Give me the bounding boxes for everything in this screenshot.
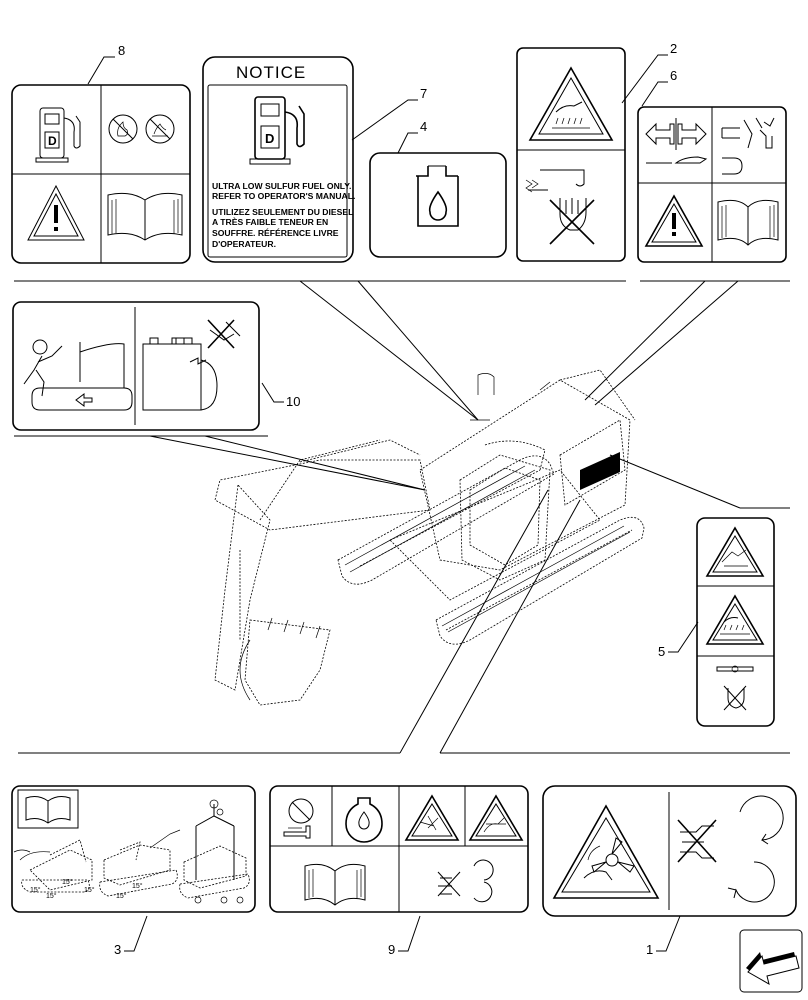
svg-text:3: 3 — [114, 942, 121, 957]
svg-text:2: 2 — [670, 41, 677, 56]
svg-text:A TRÈS FAIBLE TENEUR EN: A TRÈS FAIBLE TENEUR EN — [212, 217, 328, 227]
decal-10 — [12, 301, 260, 431]
callout-7: 7 — [351, 86, 427, 141]
svg-text:SOUFFRE. RÉFÉRENCE LIVRE: SOUFFRE. RÉFÉRENCE LIVRE — [212, 228, 339, 238]
decal-9 — [269, 785, 529, 913]
decal-1 — [542, 785, 797, 917]
svg-text:ULTRA LOW SULFUR FUEL ONLY.: ULTRA LOW SULFUR FUEL ONLY. — [212, 181, 351, 191]
fan-hazard-warning-icon — [404, 794, 460, 841]
svg-text:6: 6 — [670, 68, 677, 83]
angle-labels: 15° 15° 15° 15° 15° 15° — [30, 878, 143, 900]
decal-6 — [637, 106, 787, 263]
no-charge-battery-icon — [142, 319, 241, 411]
excavator-drawing — [214, 369, 645, 706]
svg-text:8: 8 — [118, 43, 125, 58]
fan-hazard-warning-icon — [705, 526, 765, 577]
nav-arrow-icon — [746, 952, 800, 986]
svg-text:5: 5 — [658, 644, 665, 659]
svg-text:1: 1 — [646, 942, 653, 957]
fuel-pump-icon: D — [35, 107, 81, 163]
svg-text:15°: 15° — [84, 886, 95, 894]
coolant-icon — [416, 165, 459, 227]
manual-book-icon — [304, 863, 366, 906]
fuel-pump-icon: D — [249, 96, 305, 165]
callout-6: 6 — [641, 68, 677, 107]
no-touch-icon — [716, 665, 754, 711]
notice-title: NOTICE — [236, 63, 306, 82]
svg-text:D: D — [48, 134, 57, 148]
leader-lines — [14, 280, 790, 754]
decal-4 — [369, 152, 507, 258]
decal-8: D — [11, 84, 191, 264]
decal-3: 15° 15° 15° 15° 15° 15° — [11, 785, 256, 913]
no-fan-rotation-icon — [677, 795, 784, 903]
battery-disconnect-icon — [645, 118, 708, 164]
no-engine-start-icon — [283, 798, 314, 839]
warning-icon — [644, 194, 704, 247]
coolant-icon — [345, 797, 383, 843]
svg-text:UTILIZEZ SEULEMENT DU DIESEL: UTILIZEZ SEULEMENT DU DIESEL — [212, 207, 353, 217]
callout-4: 4 — [397, 119, 427, 154]
svg-text:REFER TO OPERATOR'S MANUAL.: REFER TO OPERATOR'S MANUAL. — [212, 191, 355, 201]
svg-text:15°: 15° — [46, 892, 57, 900]
fan-hazard-warning-icon — [552, 804, 660, 899]
svg-text:10: 10 — [286, 394, 300, 409]
callout-5: 5 — [658, 621, 699, 659]
callout-1: 1 — [646, 915, 681, 957]
svg-text:7: 7 — [420, 86, 427, 101]
decal-5 — [696, 517, 775, 727]
svg-text:D'OPERATEUR.: D'OPERATEUR. — [212, 239, 276, 249]
svg-text:15°: 15° — [62, 878, 73, 886]
welding-disconnect-icon — [721, 117, 775, 175]
callout-8: 8 — [87, 43, 125, 85]
callout-2: 2 — [621, 41, 677, 104]
no-touch-hot-icon — [525, 169, 595, 245]
svg-text:9: 9 — [388, 942, 395, 957]
svg-text:4: 4 — [420, 119, 427, 134]
callout-3: 3 — [114, 915, 148, 957]
manual-book-icon — [107, 192, 183, 241]
manual-book-icon — [717, 199, 779, 246]
warning-icon — [27, 184, 85, 241]
lifting-diagram — [13, 799, 250, 904]
callout-10: 10 — [261, 382, 300, 409]
svg-text:D: D — [265, 131, 274, 146]
crush-hazard-icon — [23, 339, 133, 411]
hot-surface-warning-icon — [468, 794, 524, 841]
decal-7-notice: NOTICE D ULTRA LOW SULFUR FUEL ONLY. REF… — [202, 56, 355, 263]
svg-text:15°: 15° — [132, 882, 143, 890]
manual-book-icon — [25, 796, 71, 824]
svg-text:15°: 15° — [116, 892, 127, 900]
decal-2 — [516, 47, 626, 262]
callout-9: 9 — [388, 915, 421, 957]
no-flame-icon — [108, 114, 175, 144]
nav-arrow-button[interactable] — [739, 929, 803, 993]
hot-surface-warning-icon — [705, 594, 765, 645]
hot-surface-warning-icon — [528, 66, 614, 141]
no-fan-rotation-icon — [437, 859, 494, 903]
svg-text:15°: 15° — [30, 886, 41, 894]
